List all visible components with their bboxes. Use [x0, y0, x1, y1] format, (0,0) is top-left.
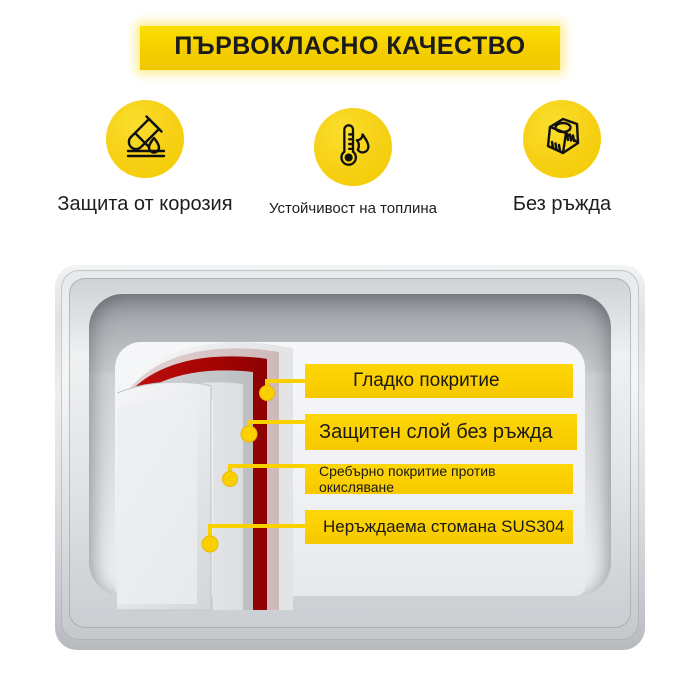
callout-label: Гладко покритие — [353, 370, 500, 391]
feature-heat-resistance: Устойчивост на топлина — [258, 108, 448, 220]
callout-rustproof-layer: Защитен слой без ръжда — [305, 414, 577, 450]
callout-label: Сребърно покритие против окисляване — [319, 463, 496, 495]
feature-label: Устойчивост на топлина — [268, 200, 438, 217]
material-layers-cutaway — [117, 342, 377, 612]
callout-silver-antioxidation-coating: Сребърно покритие против окисляване — [305, 463, 573, 495]
feature-label: Без ръжда — [512, 193, 612, 215]
feature-no-rust: Без ръжда — [472, 100, 652, 219]
title-banner-wrapper: ПЪРВОКЛАСНО КАЧЕСТВО — [0, 26, 700, 70]
hex-nut-icon — [536, 111, 588, 168]
feature-row: Защита от корозия Устойчивост на топлина — [0, 100, 700, 260]
callout-smooth-coating: Гладко покритие — [305, 364, 573, 398]
feature-label: Защита от корозия — [57, 193, 233, 215]
callout-label: Неръждаема стомана SUS304 — [323, 517, 565, 536]
feature-icon-circle — [523, 100, 601, 178]
callout-label: Защитен слой без ръжда — [319, 420, 553, 443]
feature-corrosion-protection: Защита от корозия — [55, 100, 235, 219]
title-banner: ПЪРВОКЛАСНО КАЧЕСТВО — [140, 26, 560, 70]
product-pan — [55, 264, 645, 650]
test-tube-droplet-icon — [119, 111, 171, 168]
feature-icon-circle — [314, 108, 392, 186]
page-title: ПЪРВОКЛАСНО КАЧЕСТВО — [174, 32, 526, 60]
thermometer-flame-icon — [328, 120, 378, 175]
feature-icon-circle — [106, 100, 184, 178]
callout-sus304-steel: Неръждаема стомана SUS304 — [305, 510, 573, 544]
